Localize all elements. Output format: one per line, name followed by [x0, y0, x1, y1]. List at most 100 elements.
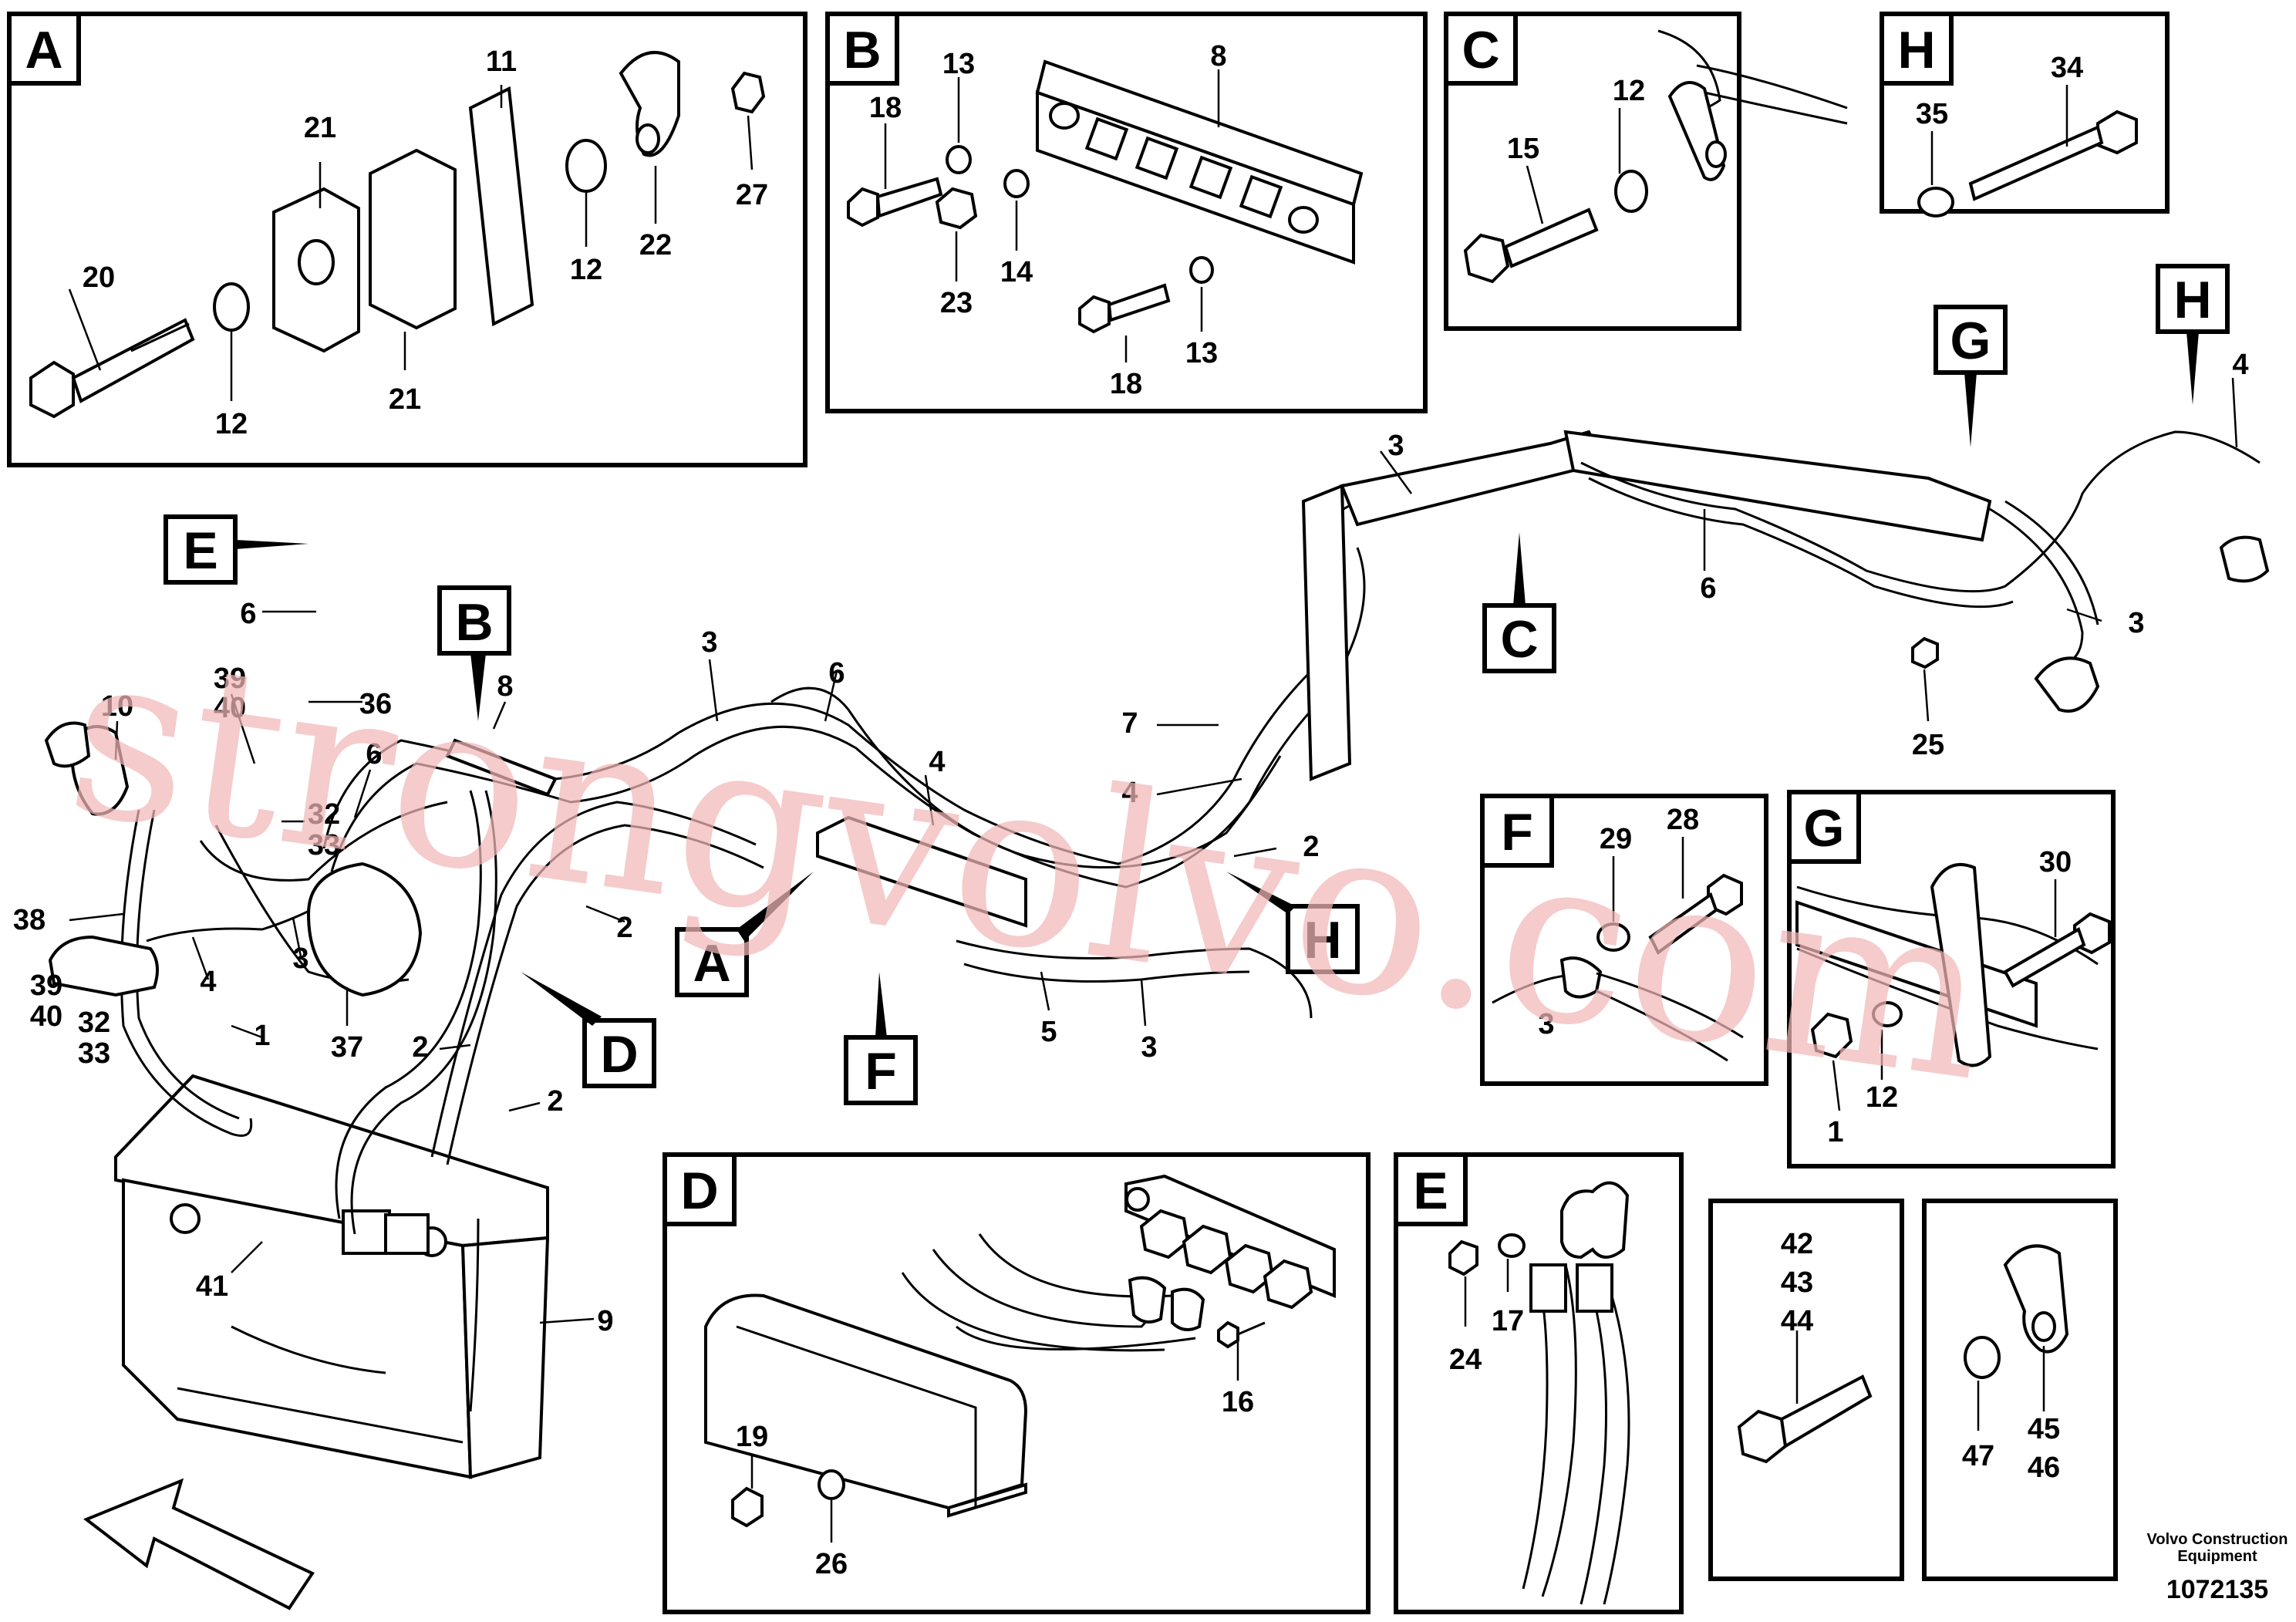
svg-text:2: 2: [412, 1031, 428, 1064]
part-label: 24: [1449, 1344, 1482, 1376]
callout-b: B: [437, 585, 511, 721]
washer-part: [1872, 1001, 1903, 1027]
part-label: 13: [1185, 337, 1218, 369]
svg-text:E: E: [183, 521, 217, 580]
svg-text:3: 3: [2128, 607, 2144, 639]
part-label: 8: [1210, 40, 1226, 73]
part-label: 21: [389, 383, 421, 416]
callout-e: E: [164, 514, 308, 585]
detail-box-g: G 30 1 12: [1787, 790, 2116, 1168]
detail-box-bolt: 42 43 44: [1708, 1199, 1904, 1581]
part-label: 23: [940, 287, 973, 319]
svg-text:39: 39: [214, 663, 246, 695]
lug-sleeve-part: [1576, 1263, 1613, 1313]
callout-f: F: [844, 972, 918, 1105]
svg-text:D: D: [600, 1025, 638, 1084]
cover-part: [306, 862, 423, 997]
part-label: 42: [1781, 1228, 1813, 1260]
washer-part: [1596, 922, 1630, 952]
detail-letter: C: [1462, 21, 1499, 79]
cable-lug-part: [2219, 535, 2270, 583]
battery-part: [114, 1074, 550, 1479]
nut-part: [1911, 636, 1939, 669]
screw-part: [731, 1486, 764, 1528]
bolt-part: [2003, 912, 2111, 988]
cable-clip-part: [1667, 81, 1727, 181]
detail-box-a: A 11 21 21 20: [7, 12, 807, 467]
svg-text:A: A: [693, 934, 730, 993]
screw-part: [1217, 1320, 1266, 1349]
svg-text:4: 4: [1121, 777, 1138, 809]
washer-part: [1498, 1233, 1526, 1258]
cable-clip-part: [619, 51, 680, 157]
svg-text:4: 4: [200, 966, 216, 998]
bolt-part: [29, 318, 195, 419]
svg-text:2: 2: [616, 912, 632, 944]
bolt-part: [1078, 283, 1171, 334]
washer-part: [1964, 1336, 2001, 1379]
svg-text:32: 32: [308, 798, 340, 831]
bolt-part: [1648, 873, 1743, 956]
detail-box-d: D 16 19: [663, 1152, 1371, 1614]
main-switch-part: [44, 721, 130, 816]
cable-lug-part: [1560, 1181, 1630, 1259]
svg-text:5: 5: [1040, 1016, 1057, 1048]
svg-text:25: 25: [1912, 729, 1944, 761]
callout-g: G: [1934, 305, 2008, 447]
svg-text:3: 3: [292, 943, 308, 975]
terminal-strip-part: [1035, 59, 1364, 265]
bolt-part: [1968, 110, 2138, 201]
svg-text:G: G: [1950, 312, 1991, 370]
part-label: 17: [1492, 1305, 1524, 1337]
bolt-part: [1463, 207, 1599, 284]
svg-text:6: 6: [828, 657, 845, 690]
part-label: 13: [942, 48, 975, 80]
callout-a: A: [675, 872, 814, 997]
main-assembly: [44, 430, 2270, 1479]
part-label: 11: [486, 46, 517, 78]
part-label: 12: [215, 408, 248, 440]
svg-text:32: 32: [78, 1007, 110, 1039]
cable-lug-part: [1171, 1287, 1205, 1331]
detail-letter: G: [1804, 799, 1845, 858]
part-label: 27: [736, 179, 768, 211]
part-label: 19: [736, 1421, 768, 1453]
cable-boot-part: [2034, 656, 2100, 713]
company-line-2: Equipment: [2177, 1548, 2257, 1565]
terminal-strip-part: [445, 738, 558, 797]
terminal-cover-part: [48, 935, 159, 997]
svg-text:41: 41: [196, 1270, 228, 1303]
frame-bracket-part: [1301, 430, 1992, 781]
part-label: 44: [1781, 1305, 1813, 1337]
detail-box-b: B 13 8: [825, 12, 1428, 413]
part-label: 43: [1781, 1266, 1813, 1299]
detail-box-clip: 47 45 46: [1922, 1199, 2118, 1581]
svg-text:33: 33: [78, 1037, 110, 1070]
part-label: 34: [2051, 52, 2083, 84]
svg-text:H: H: [2173, 271, 2211, 329]
document-number: 1072135: [2166, 1575, 2268, 1604]
part-label: 18: [869, 92, 902, 124]
junction-bar-part: [816, 815, 1027, 928]
svg-text:3: 3: [1538, 1008, 1554, 1040]
detail-letter: B: [843, 21, 881, 79]
nut-part: [1810, 1012, 1853, 1059]
front-direction-arrow: [83, 1478, 315, 1610]
main-labels: 6 39 40 36 10 6 32 33 8 3 6 4 38 39 40 3…: [13, 349, 2249, 1337]
part-label: 1: [1827, 1116, 1843, 1148]
svg-text:6: 6: [366, 738, 382, 771]
svg-text:7: 7: [1121, 707, 1138, 740]
part-label: 22: [639, 229, 672, 261]
washer-part: [1917, 187, 1954, 218]
clamp-block-part: [272, 148, 457, 353]
plate-part: [468, 86, 534, 327]
svg-text:2: 2: [1303, 831, 1319, 863]
part-label: 29: [1600, 823, 1632, 855]
junction-block-part: [1124, 1174, 1336, 1310]
svg-text:37: 37: [331, 1031, 363, 1064]
svg-text:6: 6: [240, 598, 256, 630]
svg-text:36: 36: [359, 688, 392, 720]
part-label: 21: [304, 112, 336, 144]
svg-text:3: 3: [701, 626, 717, 659]
part-label: 12: [1613, 75, 1645, 107]
